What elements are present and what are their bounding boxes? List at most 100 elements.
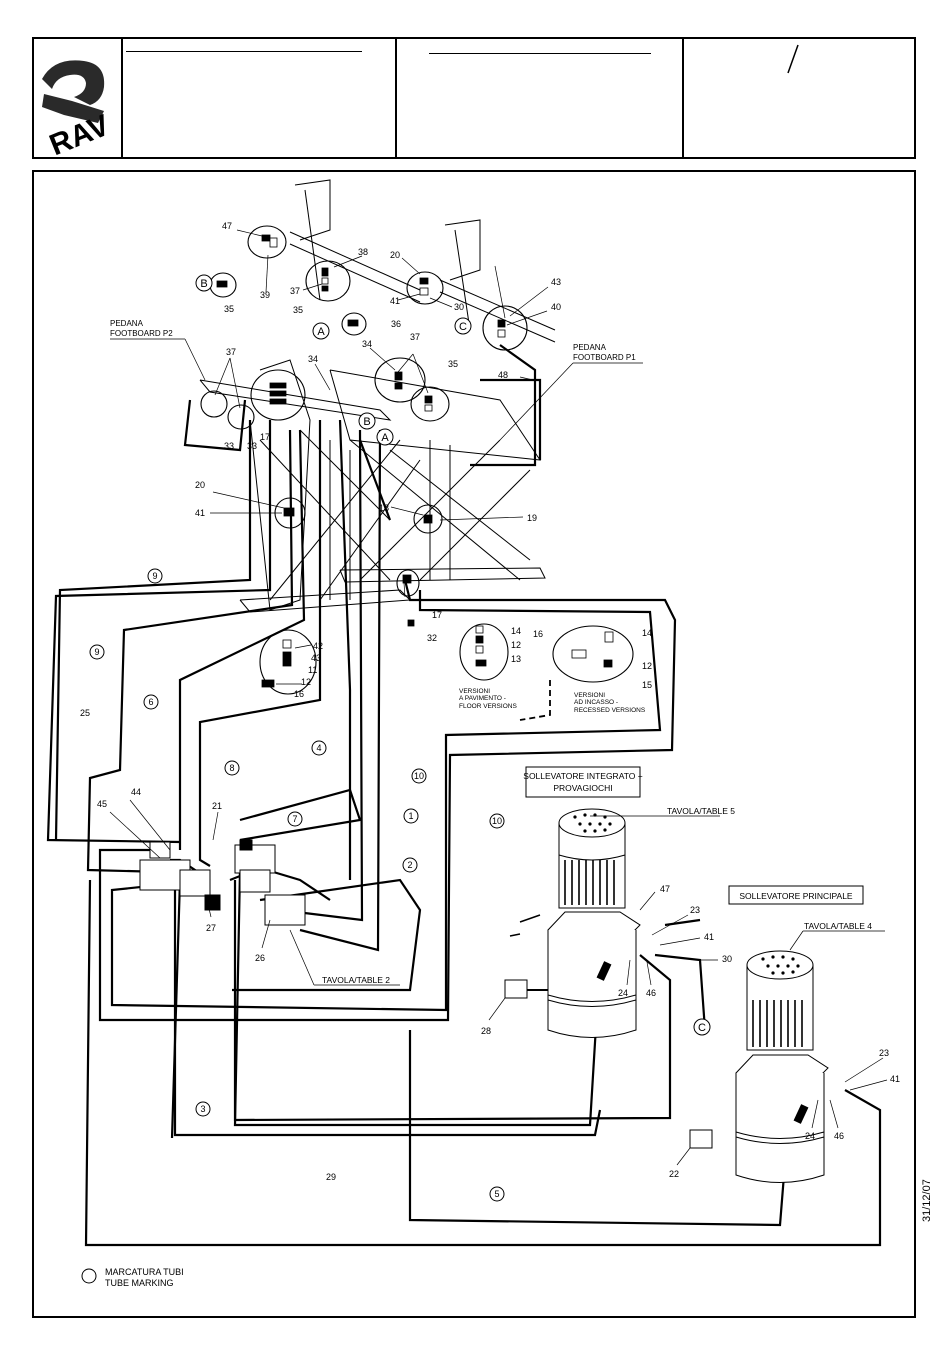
tube-marker-9a: 9 xyxy=(152,571,157,581)
part-35a: 35 xyxy=(224,304,234,314)
rav-logo: RAV xyxy=(42,60,114,157)
main-lift-box xyxy=(728,885,864,905)
part-16a: 16 xyxy=(533,629,543,639)
power-unit-table4 xyxy=(689,950,829,1183)
part-29: 29 xyxy=(326,1172,336,1182)
hydraulic-diagram-frame xyxy=(32,170,916,1318)
part-14b: 14 xyxy=(642,628,652,638)
connector-b-lift: B xyxy=(363,416,370,428)
header-cell-divider-3 xyxy=(682,39,684,157)
part-47b: 47 xyxy=(660,884,670,894)
tube-marker-10a: 10 xyxy=(414,771,424,781)
part-25: 25 xyxy=(80,708,90,718)
connection-markers xyxy=(195,274,711,1036)
tube-marker-9b: 9 xyxy=(94,647,99,657)
connector-c-top: C xyxy=(459,321,467,333)
part-24b: 24 xyxy=(805,1131,815,1141)
part-37c: 37 xyxy=(410,332,420,342)
part-13: 13 xyxy=(511,654,521,664)
part-18: 18 xyxy=(379,503,389,513)
part-24a: 24 xyxy=(618,988,628,998)
tube-marker-1: 1 xyxy=(408,811,413,821)
table-4-label: TAVOLA/TABLE 4 xyxy=(804,921,872,931)
part-46b: 46 xyxy=(834,1131,844,1141)
integrated-lift-line-2: PROVAGIOCHI xyxy=(553,783,612,793)
footboard-labels: PEDANA FOOTBOARD P2 PEDANA FOOTBOARD P1 xyxy=(110,319,636,362)
header-cell-divider-1 xyxy=(121,39,123,157)
part-12a: 12 xyxy=(511,640,521,650)
part-43b: 43 xyxy=(311,653,321,663)
part-42: 42 xyxy=(313,641,323,651)
part-17a: 17 xyxy=(260,432,270,442)
floor-version-label-3: FLOOR VERSIONS xyxy=(459,703,517,710)
power-unit-table5 xyxy=(504,808,641,1038)
title-block: RAV xyxy=(32,37,916,159)
part-36: 36 xyxy=(391,319,401,329)
table-labels: TAVOLA/TABLE 5 TAVOLA/TABLE 4 TAVOLA/TAB… xyxy=(322,806,872,985)
valve-block xyxy=(139,839,306,926)
tube-marker-7: 7 xyxy=(292,814,297,824)
tube-markers xyxy=(89,568,505,1202)
fittings xyxy=(216,234,614,688)
part-35c: 35 xyxy=(448,359,458,369)
revision-date: 31/12/07 xyxy=(921,1179,933,1222)
scissor-lift-p1 xyxy=(329,219,556,583)
part-20a: 20 xyxy=(390,250,400,260)
part-20b: 20 xyxy=(195,480,205,490)
part-45: 45 xyxy=(97,799,107,809)
part-44: 44 xyxy=(131,787,141,797)
part-21: 21 xyxy=(212,801,222,811)
recessed-version-label-1: VERSIONI xyxy=(574,692,605,699)
part-23a: 23 xyxy=(690,905,700,915)
part-11: 11 xyxy=(308,665,317,675)
recessed-version-label-3: RECESSED VERSIONS xyxy=(574,707,646,714)
floor-version-label-1: VERSIONI xyxy=(459,688,490,695)
part-23b: 23 xyxy=(879,1048,889,1058)
integrated-lift-box-text: SOLLEVATORE INTEGRATO + PROVAGIOCHI xyxy=(523,771,642,793)
part-41c: 41 xyxy=(704,932,714,942)
part-33b: 33 xyxy=(247,441,257,451)
header-slash xyxy=(787,44,799,74)
part-37b: 37 xyxy=(226,347,236,357)
part-30b: 30 xyxy=(722,954,732,964)
pedana-p2-label: PEDANA xyxy=(110,319,144,328)
part-27: 27 xyxy=(206,923,216,933)
part-38: 38 xyxy=(358,247,368,257)
part-14a: 14 xyxy=(511,626,521,636)
part-32: 32 xyxy=(427,633,437,643)
part-26: 26 xyxy=(255,953,265,963)
part-34b: 34 xyxy=(362,339,372,349)
part-37a: 37 xyxy=(290,286,300,296)
part-39: 39 xyxy=(260,290,270,300)
header-title-line-1 xyxy=(126,51,362,52)
legend-line-2: TUBE MARKING xyxy=(105,1278,174,1288)
table-2-label: TAVOLA/TABLE 2 xyxy=(322,975,390,985)
part-41d: 41 xyxy=(890,1074,900,1084)
part-30a: 30 xyxy=(454,302,464,312)
tube-marker-10b: 10 xyxy=(492,816,502,826)
part-35b: 35 xyxy=(293,305,303,315)
legend-marker-circle xyxy=(81,1268,97,1284)
legend-line-1: MARCATURA TUBI xyxy=(105,1267,184,1277)
tube-marker-6: 6 xyxy=(148,697,153,707)
tube-marker-8: 8 xyxy=(229,763,234,773)
part-41b: 41 xyxy=(195,508,205,518)
part-12b: 12 xyxy=(642,661,652,671)
part-48: 48 xyxy=(498,370,508,380)
footboard-p1-label: FOOTBOARD P1 xyxy=(573,353,636,362)
part-47a: 47 xyxy=(222,221,232,231)
part-33a: 33 xyxy=(224,441,234,451)
floor-version-label-2: A PAVIMENTO - xyxy=(459,695,506,702)
tube-marker-4: 4 xyxy=(316,743,321,753)
part-34a: 34 xyxy=(308,354,318,364)
integrated-lift-box xyxy=(525,766,641,798)
connector-b-top: B xyxy=(200,278,207,290)
header-title-line-2 xyxy=(429,53,651,54)
part-28: 28 xyxy=(481,1026,491,1036)
part-46a: 46 xyxy=(646,988,656,998)
tube-marker-5: 5 xyxy=(494,1189,499,1199)
version-labels: VERSIONI A PAVIMENTO - FLOOR VERSIONS VE… xyxy=(459,688,646,714)
part-22: 22 xyxy=(669,1169,679,1179)
tube-marker-2: 2 xyxy=(407,860,412,870)
header-cell-divider-2 xyxy=(395,39,397,157)
